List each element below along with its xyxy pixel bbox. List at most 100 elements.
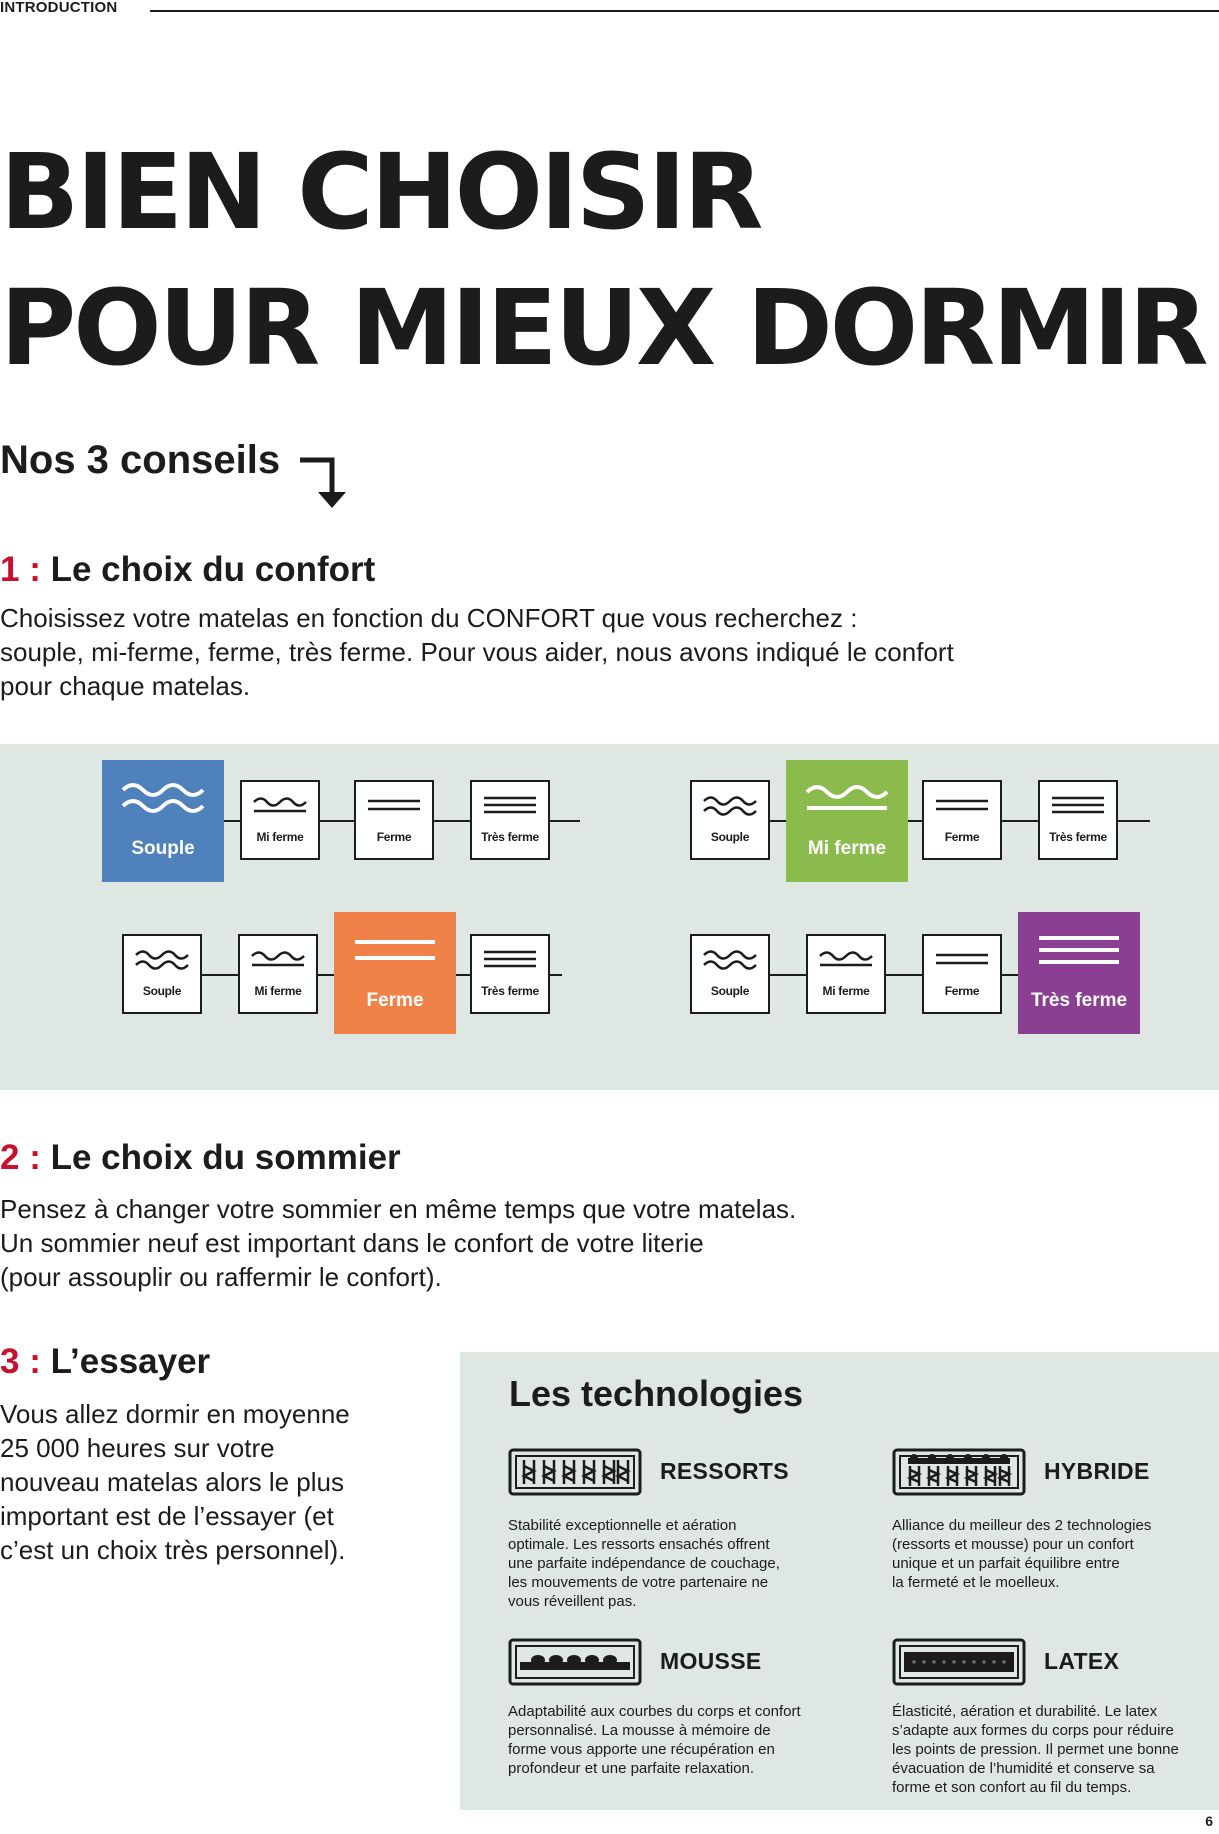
lines-ferme-icon [368, 799, 420, 811]
technology-description: Élasticité, aération et durabilité. Le l… [892, 1702, 1219, 1797]
comfort-badge-tres-ferme: Très ferme [470, 934, 550, 1014]
description-line: profondeur et une parfaite relaxation. [508, 1760, 754, 1777]
page-title-line-2: POUR MIEUX DORMIR [0, 267, 1209, 389]
comfort-badge-ferme: Ferme [922, 934, 1002, 1014]
wave-mi-ferme-icon [251, 951, 305, 967]
tip-1-number: 1 : [0, 550, 41, 589]
comfort-badge-mi-ferme: Mi ferme [238, 934, 318, 1014]
description-line: Stabilité exceptionnelle et aération [508, 1517, 737, 1534]
wave-souple-icon [121, 783, 205, 813]
comfort-badge-tres-ferme: Très ferme [470, 780, 550, 860]
wave-souple-icon [703, 796, 757, 816]
description-line: la fermeté et le moelleux. [892, 1574, 1060, 1591]
comfort-badge-souple: Souple [122, 934, 202, 1014]
page-number: 6 [1205, 1813, 1213, 1829]
wave-souple-icon [135, 950, 189, 970]
tip-1-title: Le choix du confort [50, 550, 376, 589]
tip-2-line: Pensez à changer votre sommier en même t… [0, 1194, 797, 1224]
lines-ferme-icon [355, 940, 435, 960]
description-line: Adaptabilité aux courbes du corps et con… [508, 1703, 801, 1720]
comfort-badge-tres-ferme-active: Très ferme [1018, 912, 1140, 1034]
comfort-label: Très ferme [481, 984, 539, 998]
tip-2-title: Le choix du sommier [50, 1138, 401, 1177]
comfort-label: Mi ferme [807, 838, 887, 859]
technology-name: MOUSSE [660, 1648, 762, 1674]
wave-mi-ferme-icon [805, 785, 889, 810]
comfort-label: Très ferme [481, 830, 539, 844]
description-line: les mouvements de votre partenaire ne [508, 1574, 769, 1591]
comfort-label: Souple [131, 838, 195, 859]
tip-3-line: 25 000 heures sur votre [0, 1433, 275, 1463]
description-line: Alliance du meilleur des 2 technologies [892, 1517, 1152, 1534]
comfort-label: Ferme [944, 984, 980, 998]
technology-description: Alliance du meilleur des 2 technologies … [892, 1516, 1219, 1592]
comfort-badge-ferme: Ferme [354, 780, 434, 860]
comfort-badge-ferme: Ferme [922, 780, 1002, 860]
technology-name: RESSORTS [660, 1458, 789, 1484]
technology-description: Stabilité exceptionnelle et aération opt… [508, 1516, 838, 1611]
wave-mi-ferme-icon [819, 951, 873, 967]
tip-2-heading: 2 : Le choix du sommier [0, 1136, 401, 1180]
description-line: vous réveillent pas. [508, 1593, 637, 1610]
technology-name: LATEX [1044, 1648, 1120, 1674]
tip-3-text: Vous allez dormir en moyenne 25 000 heur… [0, 1397, 350, 1567]
tip-3-title: L’essayer [50, 1342, 211, 1381]
tip-1-heading: 1 : Le choix du confort [0, 548, 375, 592]
tip-3-line: c’est un choix très personnel). [0, 1535, 346, 1565]
description-line: unique et un parfait équilibre entre [892, 1555, 1120, 1572]
comfort-label: Ferme [366, 990, 424, 1011]
description-line: (ressorts et mousse) pour un confort [892, 1536, 1134, 1553]
tip-1-line: Choisissez votre matelas en fonction du … [0, 603, 858, 633]
comfort-label: Mi ferme [822, 984, 870, 998]
tip-2-number: 2 : [0, 1138, 41, 1177]
comfort-badge-mi-ferme: Mi ferme [240, 780, 320, 860]
arrow-down-right-icon [300, 457, 346, 508]
comfort-label: Souple [142, 984, 182, 998]
spring-mattress-icon [508, 1448, 642, 1496]
lines-tres-ferme-icon [1052, 796, 1104, 814]
tip-3-line: nouveau matelas alors le plus [0, 1467, 344, 1497]
tip-1-line: pour chaque matelas. [0, 671, 251, 701]
tip-1-line: souple, mi-ferme, ferme, très ferme. Pou… [0, 637, 954, 667]
comfort-label: Ferme [376, 830, 412, 844]
comfort-label: Mi ferme [256, 830, 304, 844]
technology-description: Adaptabilité aux courbes du corps et con… [508, 1702, 838, 1778]
comfort-scale-panel: Souple Mi ferme Ferme Très ferme Souple … [0, 744, 1219, 1090]
tip-3-heading: 3 : L’essayer [0, 1340, 210, 1384]
technologies-title: Les technologies [509, 1373, 804, 1414]
lines-tres-ferme-icon [484, 796, 536, 814]
comfort-label: Ferme [944, 830, 980, 844]
comfort-label: Souple [710, 984, 750, 998]
hybrid-mattress-icon [892, 1448, 1026, 1496]
description-line: forme et son confort au fil du temps. [892, 1779, 1132, 1796]
comfort-badge-ferme-active: Ferme [334, 912, 456, 1034]
technology-name: HYBRIDE [1044, 1458, 1150, 1484]
section-label: INTRODUCTION [0, 0, 118, 16]
tip-1-text: Choisissez votre matelas en fonction du … [0, 601, 954, 703]
header-divider [150, 10, 1219, 12]
comfort-label: Très ferme [1049, 830, 1107, 844]
comfort-badge-souple: Souple [690, 934, 770, 1014]
description-line: optimale. Les ressorts ensachés offrent [508, 1536, 770, 1553]
comfort-badge-tres-ferme: Très ferme [1038, 780, 1118, 860]
comfort-label: Mi ferme [254, 984, 302, 998]
comfort-badge-souple: Souple [690, 780, 770, 860]
latex-mattress-icon [892, 1638, 1026, 1686]
lines-tres-ferme-icon [1039, 936, 1119, 964]
page-title: BIEN CHOISIR POUR MIEUX DORMIR [0, 124, 1209, 396]
comfort-badge-mi-ferme: Mi ferme [806, 934, 886, 1014]
lines-ferme-icon [936, 799, 988, 811]
wave-mi-ferme-icon [253, 797, 307, 813]
comfort-badge-mi-ferme-active: Mi ferme [786, 760, 908, 882]
tip-2-line: (pour assouplir ou raffermir le confort)… [0, 1262, 442, 1292]
description-line: personnalisé. La mousse à mémoire de [508, 1722, 771, 1739]
foam-mattress-icon [508, 1638, 642, 1686]
tip-3-line: Vous allez dormir en moyenne [0, 1399, 350, 1429]
tip-2-text: Pensez à changer votre sommier en même t… [0, 1192, 796, 1294]
description-line: s’adapte aux formes du corps pour réduir… [892, 1722, 1174, 1739]
technologies-panel: Les technologies RESSORTS Stabilité exce… [460, 1352, 1219, 1810]
comfort-label: Très ferme [1030, 990, 1128, 1011]
description-line: Élasticité, aération et durabilité. Le l… [892, 1703, 1158, 1720]
lines-tres-ferme-icon [484, 950, 536, 968]
tips-heading: Nos 3 conseils [0, 438, 281, 482]
